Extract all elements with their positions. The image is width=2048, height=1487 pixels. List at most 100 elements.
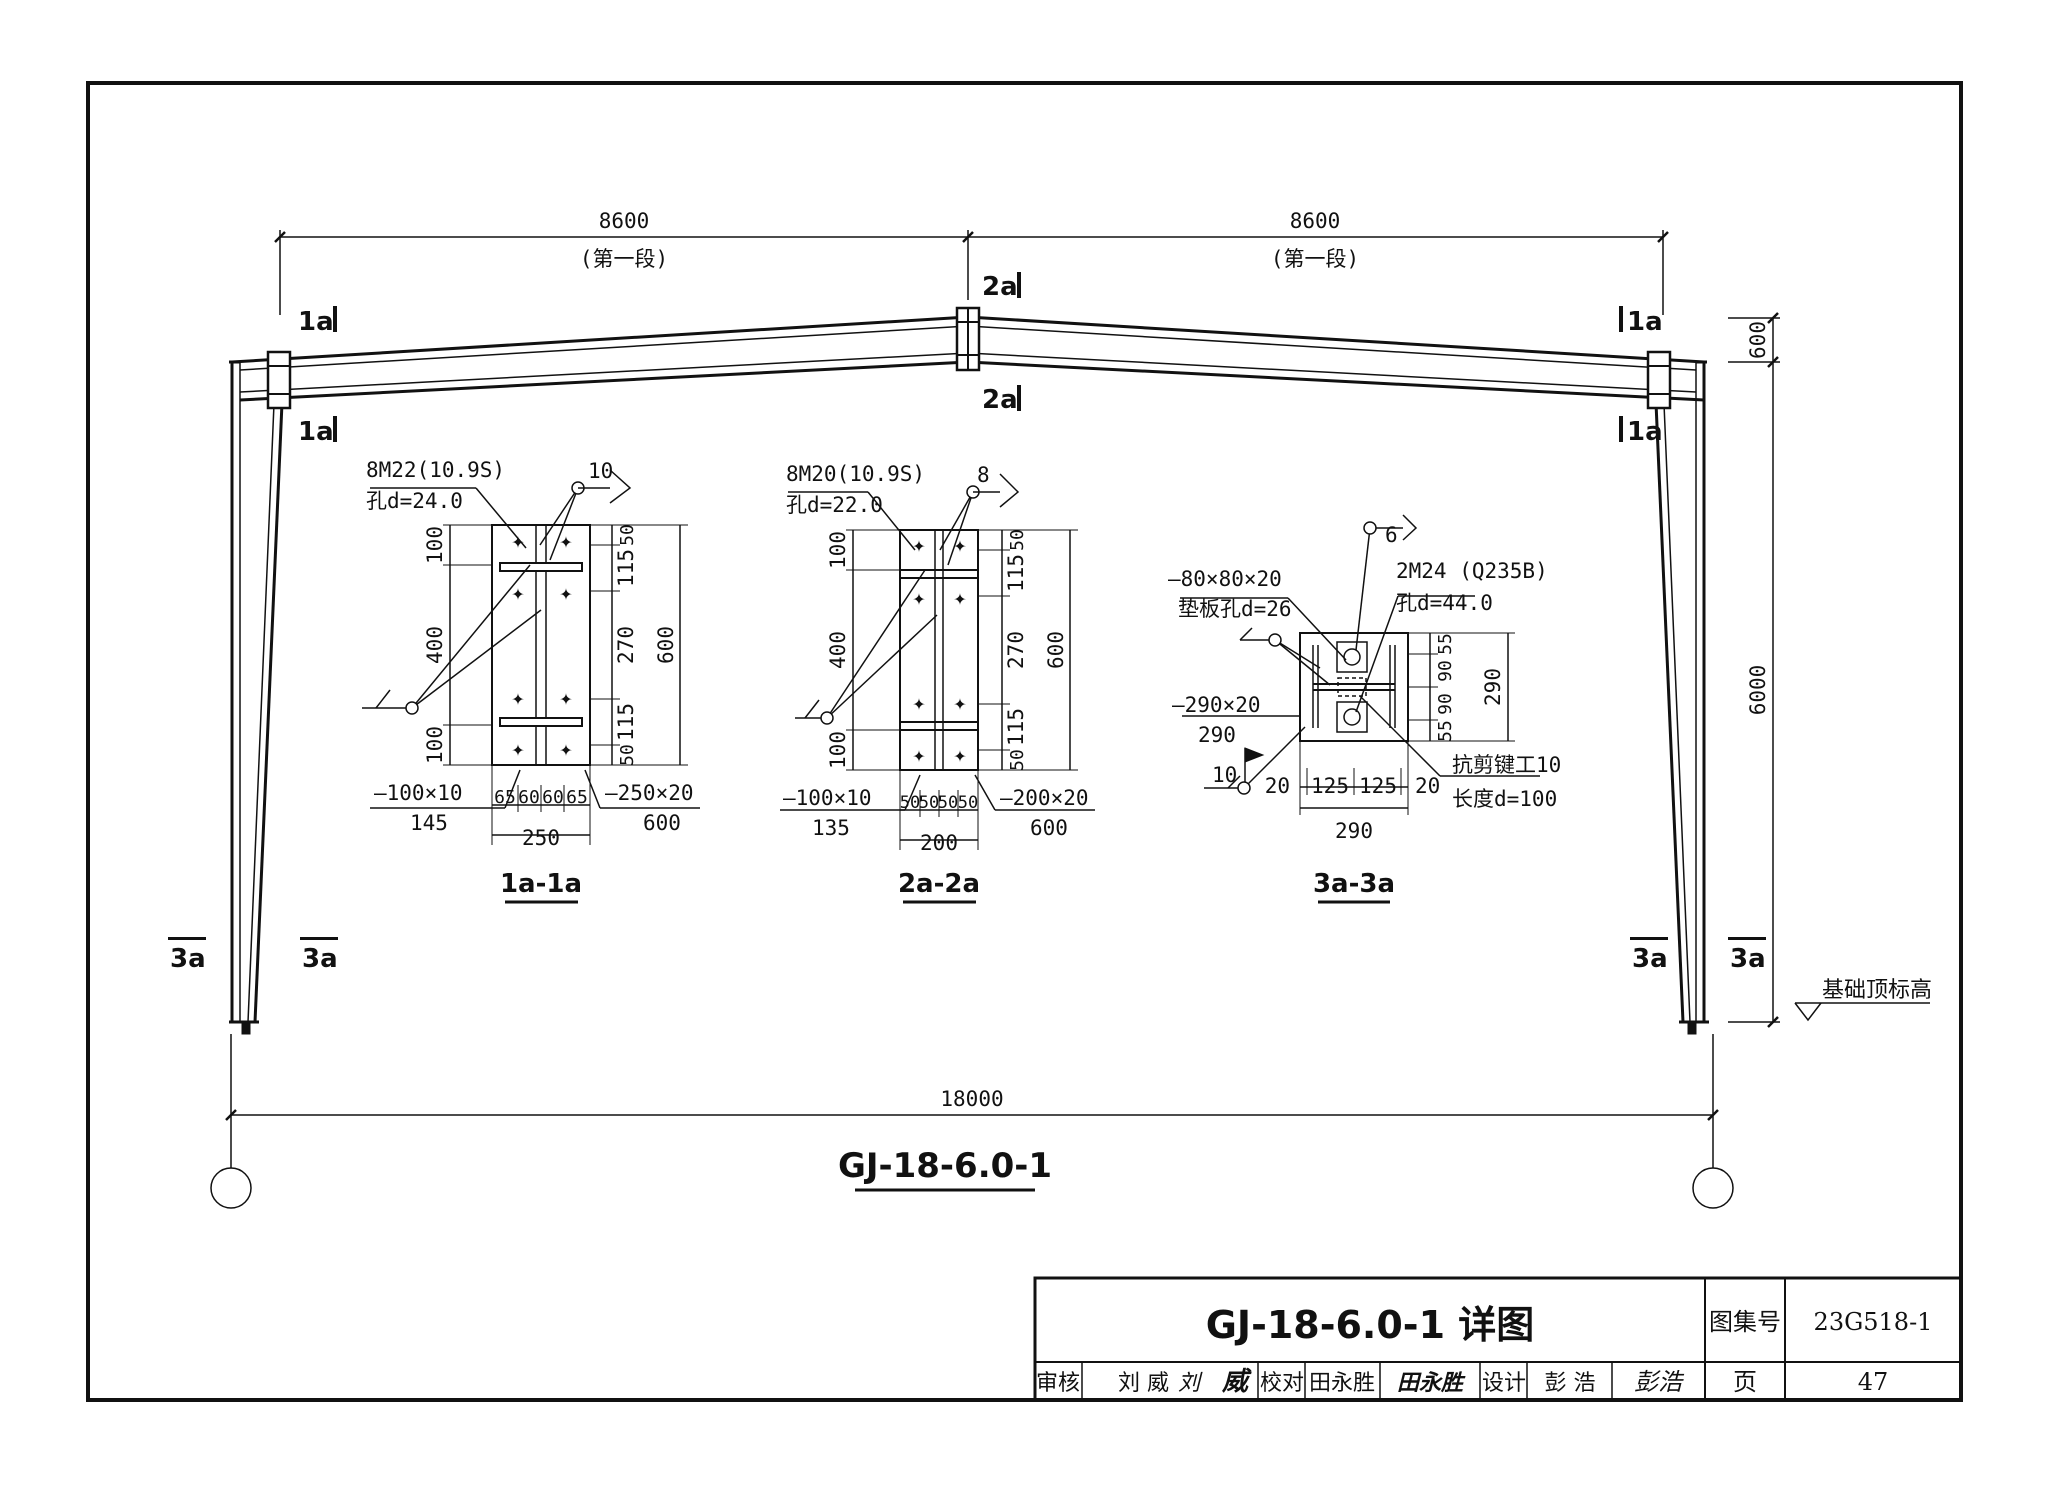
- right-dim: 50: [617, 744, 638, 766]
- width-dim: 250: [522, 826, 560, 850]
- atlas-label: 图集号: [1709, 1308, 1781, 1336]
- segment-left: (第一段): [580, 247, 668, 271]
- rafter-depth-dim: 600: [1746, 321, 1770, 359]
- svg-text:✦: ✦: [511, 686, 524, 711]
- shear-key-spec: 抗剪键工10: [1452, 753, 1561, 777]
- title-block-title: GJ-18-6.0-1 详图: [1206, 1303, 1535, 1347]
- left-dim: 100: [423, 726, 447, 764]
- washer-hole: 垫板孔d=26: [1178, 597, 1292, 621]
- sheet-border: [86, 81, 1963, 1402]
- section-mark-3a: 3a: [302, 944, 338, 974]
- width-dim: 200: [920, 831, 958, 855]
- checker: 田永胜: [1309, 1371, 1375, 1396]
- weld-bottom-size: 10: [1212, 763, 1237, 787]
- detail-3a-3a: 6 —80×80×20 垫板孔d=26 2M24 (Q235B) 孔d=44.0…: [1168, 514, 1561, 904]
- right-dim: 50: [1007, 529, 1028, 551]
- svg-text:✦: ✦: [559, 581, 572, 606]
- stiffener-length: 145: [410, 811, 448, 835]
- right-dim: 55: [1435, 633, 1456, 655]
- portal-frame: [229, 306, 1709, 1035]
- svg-text:✦: ✦: [559, 686, 572, 711]
- bottom-dim: 60: [542, 787, 564, 808]
- left-dim: 400: [423, 626, 447, 664]
- weld-size: 10: [588, 459, 613, 483]
- base-plate-length: 290: [1198, 723, 1236, 747]
- atlas-number: 23G518-1: [1814, 1308, 1933, 1336]
- foundation-level-symbol: [1794, 1002, 1930, 1022]
- overall-dimension: [210, 1034, 1734, 1209]
- stiffener-spec: —100×10: [374, 781, 463, 805]
- section-mark-1a: 1a: [1627, 307, 1663, 337]
- bottom-dim: 50: [919, 793, 939, 813]
- bottom-dim: 50: [900, 793, 920, 813]
- span-right-dim: 8600: [1290, 209, 1341, 233]
- bolt-spec: 8M20(10.9S): [786, 462, 925, 486]
- anchor-spec: 2M24 (Q235B): [1396, 559, 1548, 583]
- shear-key-length: 长度d=100: [1452, 787, 1557, 811]
- page-number: 47: [1858, 1368, 1889, 1396]
- designer: 彭 浩: [1545, 1371, 1596, 1396]
- right-dim: 90: [1435, 693, 1456, 715]
- total-height-dim: 600: [654, 626, 678, 664]
- bottom-dim: 20: [1265, 774, 1290, 798]
- reviewer: 刘 威: [1118, 1371, 1169, 1396]
- top-dimension: [274, 230, 1669, 315]
- svg-text:✦: ✦: [953, 743, 966, 768]
- segment-right: (第一段): [1271, 247, 1359, 271]
- column-height-dim: 6000: [1746, 665, 1770, 716]
- bottom-dim: 50: [938, 793, 958, 813]
- weld-size: 8: [977, 463, 990, 487]
- washer-spec: —80×80×20: [1168, 567, 1282, 591]
- section-mark-2a: 2a: [982, 385, 1018, 415]
- end-plate-length: 600: [1030, 816, 1068, 840]
- detail-title: 3a-3a: [1313, 869, 1395, 899]
- svg-text:✦: ✦: [912, 743, 925, 768]
- right-dim: 115: [1004, 554, 1028, 592]
- overall-span-dim: 18000: [940, 1087, 1003, 1111]
- page-label: 页: [1733, 1368, 1757, 1396]
- title-block: [1033, 1276, 1963, 1402]
- right-dim: 50: [617, 524, 638, 546]
- detail-title: 2a-2a: [898, 869, 980, 899]
- total-height-dim: 600: [1044, 631, 1068, 669]
- width-dim: 290: [1335, 819, 1373, 843]
- end-plate-spec: —200×20: [1000, 786, 1089, 810]
- section-mark-1a: 1a: [1627, 417, 1663, 447]
- right-dim: 90: [1435, 660, 1456, 682]
- end-plate-length: 600: [643, 811, 681, 835]
- svg-text:✦: ✦: [559, 529, 572, 554]
- span-left-dim: 8600: [599, 209, 650, 233]
- foundation-label: 基础顶标高: [1822, 978, 1932, 1003]
- stiffener-length: 135: [812, 816, 850, 840]
- left-dim: 100: [423, 526, 447, 564]
- svg-text:✦: ✦: [559, 737, 572, 762]
- right-dim: 50: [1007, 749, 1028, 771]
- hole-spec: 孔d=22.0: [786, 493, 883, 517]
- weld-top-size: 6: [1385, 523, 1398, 547]
- svg-text:✦: ✦: [953, 533, 966, 558]
- bottom-dim: 65: [494, 787, 516, 808]
- detail-title: 1a-1a: [500, 869, 582, 899]
- svg-text:✦: ✦: [912, 586, 925, 611]
- section-mark-3a: 3a: [1632, 944, 1668, 974]
- section-mark-2a: 2a: [982, 272, 1018, 302]
- designer-signature: 彭浩: [1634, 1368, 1685, 1396]
- svg-text:✦: ✦: [953, 586, 966, 611]
- bottom-dim: 125: [1311, 774, 1349, 798]
- svg-text:✦: ✦: [511, 529, 524, 554]
- stiffener-spec: —100×10: [783, 786, 872, 810]
- section-mark-1a: 1a: [298, 417, 334, 447]
- detail-2a-2a: ✦ ✦ ✦ ✦ ✦ ✦ ✦ ✦ 8M20(10.9S) 孔d=22.0 8 10…: [780, 462, 1095, 904]
- right-dim: 115: [614, 549, 638, 587]
- hole-spec: 孔d=24.0: [366, 489, 463, 513]
- bottom-dim: 65: [566, 787, 588, 808]
- review-label: 审核: [1036, 1371, 1080, 1396]
- svg-text:✦: ✦: [953, 691, 966, 716]
- left-dim: 100: [826, 731, 850, 769]
- check-label: 校对: [1260, 1371, 1304, 1396]
- right-dim: 270: [614, 626, 638, 664]
- section-marks: 1a 1a 1a 1a 2a 2a 3a 3a 3a 3a: [168, 272, 1766, 974]
- svg-text:✦: ✦: [912, 533, 925, 558]
